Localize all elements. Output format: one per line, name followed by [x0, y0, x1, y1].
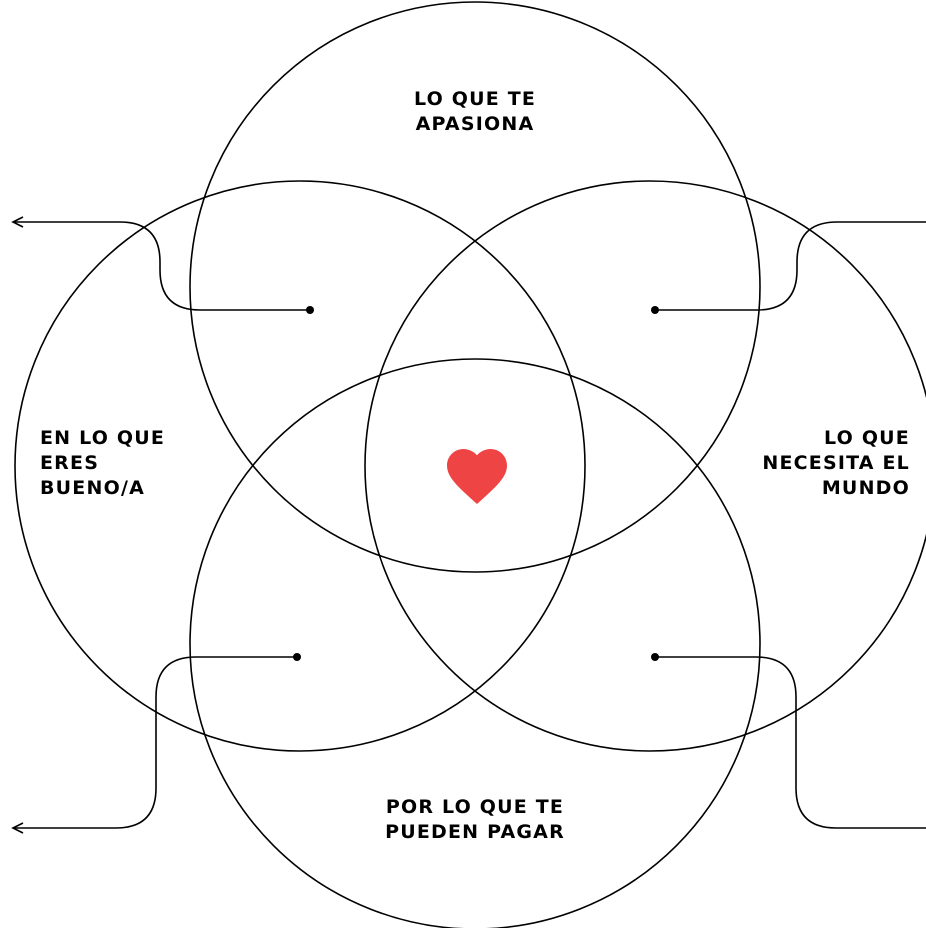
connector-top-left	[15, 221, 310, 311]
circle-passion	[189, 1, 761, 573]
label-paid-line: POR LO QUE TE	[385, 796, 565, 818]
label-world-needs: LO QUE NECESITA EL MUNDO	[762, 426, 910, 501]
connector-dot-bottom-left	[293, 653, 301, 661]
circle-skill	[14, 180, 586, 752]
connector-dot-top-right	[651, 306, 659, 314]
label-skill: EN LO QUE ERES BUENO/A	[40, 426, 165, 501]
label-world-needs-line: MUNDO	[821, 477, 910, 499]
label-skill-line: EN LO QUE	[40, 427, 166, 449]
arrowhead-bottom-left	[11, 822, 24, 834]
connector-bottom-right	[655, 656, 926, 829]
arrowhead-top-left	[11, 216, 24, 228]
label-world-needs-line: LO QUE	[824, 427, 910, 449]
circle-world-needs	[364, 180, 926, 752]
label-skill-line: BUENO/A	[40, 477, 145, 499]
label-paid: POR LO QUE TE PUEDEN PAGAR	[330, 795, 620, 845]
label-skill-line: ERES	[40, 452, 100, 474]
heart-icon	[447, 449, 507, 505]
connector-bottom-left	[15, 656, 297, 829]
label-passion-line: LO QUE TE	[413, 88, 537, 110]
label-world-needs-line: NECESITA EL	[762, 452, 910, 474]
label-paid-line: PUEDEN PAGAR	[385, 821, 565, 843]
circle-paid	[189, 358, 761, 928]
connector-dot-top-left	[306, 306, 314, 314]
label-passion-line: APASIONA	[415, 113, 535, 135]
label-passion: LO QUE TE APASIONA	[330, 87, 620, 137]
connector-dot-bottom-right	[651, 653, 659, 661]
connector-top-right	[655, 221, 926, 311]
